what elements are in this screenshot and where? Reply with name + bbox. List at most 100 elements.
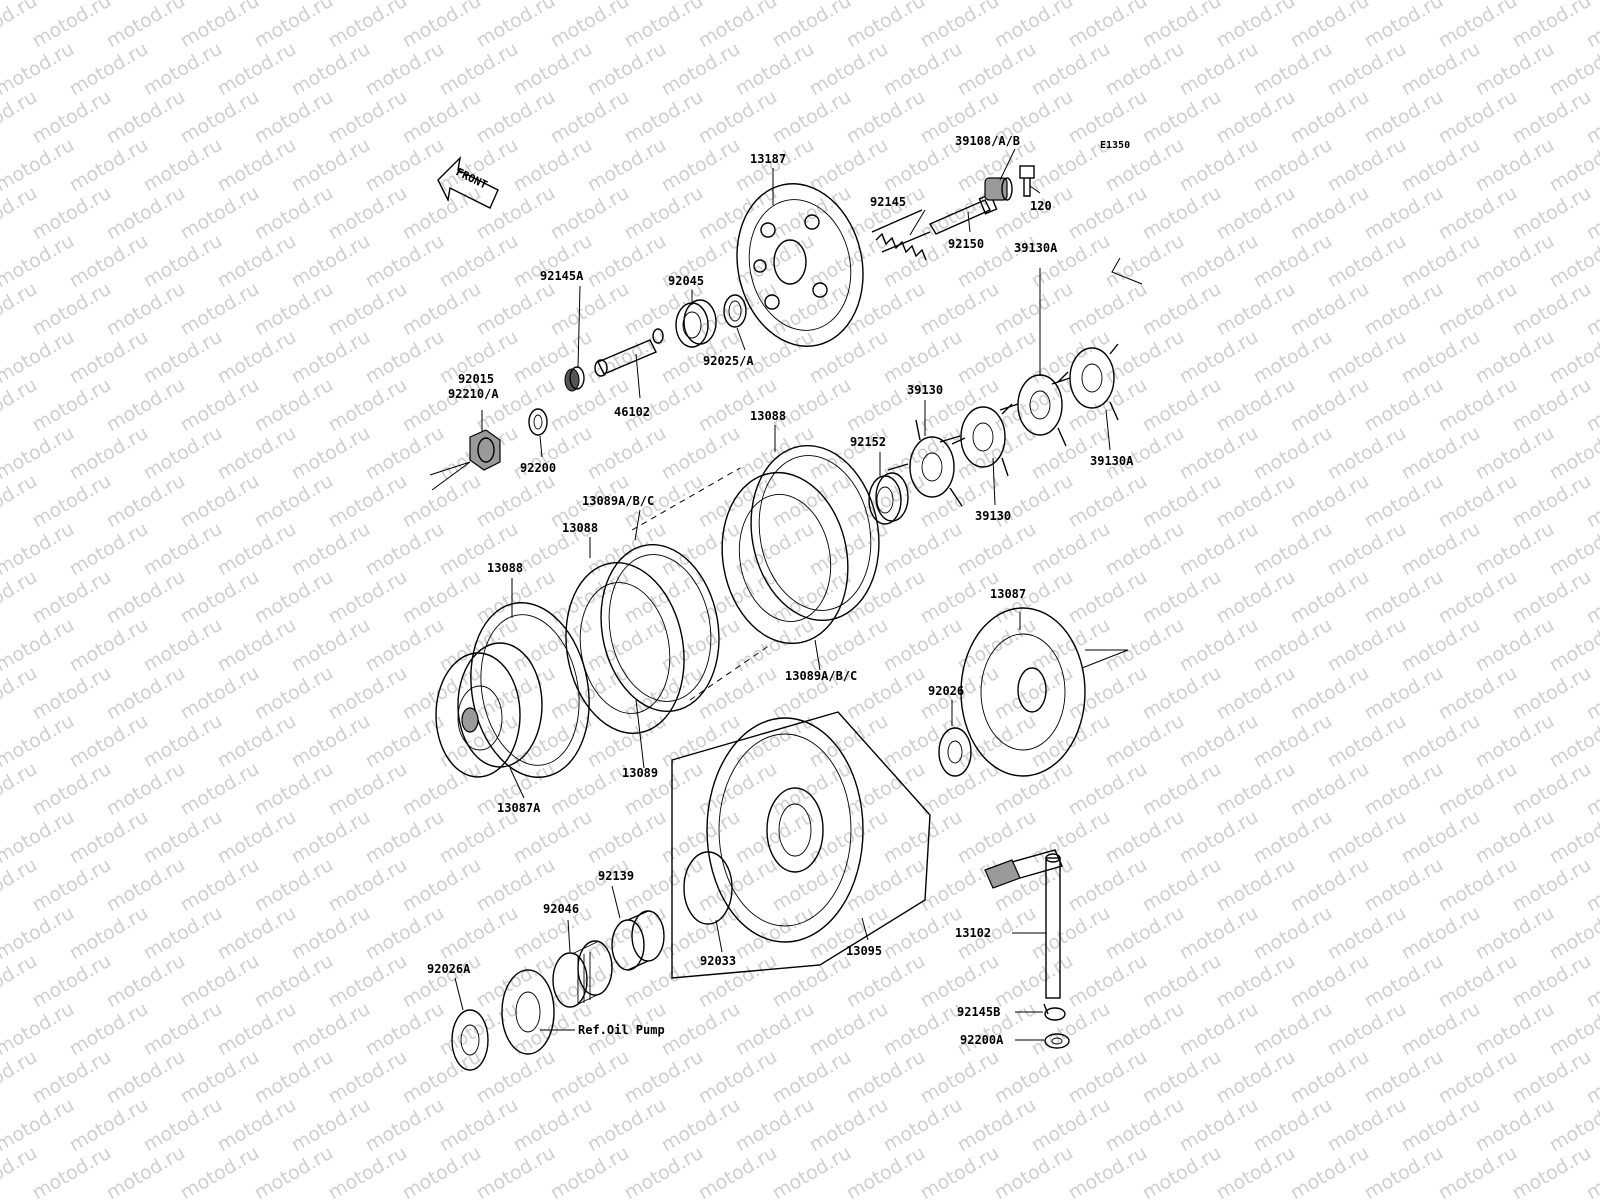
- watermark-text: motod.ru: [29, 566, 115, 629]
- watermark-text: motod.ru: [1287, 278, 1373, 341]
- watermark-text: motod.ru: [29, 470, 115, 533]
- label-13187: 13187: [750, 152, 786, 166]
- watermark-text: motod.ru: [1287, 374, 1373, 437]
- watermark-text: motod.ru: [1213, 1142, 1299, 1200]
- watermark-text: motod.ru: [584, 614, 670, 677]
- watermark-text: motod.ru: [1324, 326, 1410, 389]
- watermark-text: motod.ru: [1324, 518, 1410, 581]
- watermark-text: motod.ru: [473, 566, 559, 629]
- watermark-text: motod.ru: [991, 0, 1077, 52]
- watermark-text: motod.ru: [1509, 1046, 1595, 1109]
- watermark-text: motod.ru: [288, 806, 374, 869]
- watermark-text: motod.ru: [1102, 518, 1188, 581]
- watermark-text: motod.ru: [547, 1142, 633, 1200]
- watermark-text: motod.ru: [1028, 1094, 1114, 1157]
- label-39108: 39108/A/B: [955, 134, 1020, 148]
- watermark-text: motod.ru: [1509, 182, 1595, 245]
- watermark-text: motod.ru: [1435, 1046, 1521, 1109]
- watermark-text: motod.ru: [1435, 278, 1521, 341]
- watermark-text: motod.ru: [251, 182, 337, 245]
- watermark-text: motod.ru: [1398, 710, 1484, 773]
- label-39130-top: 39130: [907, 383, 943, 397]
- watermark-text: motod.ru: [177, 374, 263, 437]
- watermark-text: motod.ru: [362, 902, 448, 965]
- watermark-text: motod.ru: [399, 566, 485, 629]
- watermark-text: motod.ru: [1287, 758, 1373, 821]
- watermark-text: motod.ru: [917, 950, 1003, 1013]
- watermark-text: motod.ru: [103, 182, 189, 245]
- watermark-text: motod.ru: [769, 86, 855, 149]
- watermark-text: motod.ru: [325, 854, 411, 917]
- watermark-text: motod.ru: [1435, 758, 1521, 821]
- watermark-text: motod.ru: [1213, 1046, 1299, 1109]
- watermark-text: motod.ru: [1139, 1142, 1225, 1200]
- watermark-text: motod.ru: [695, 0, 781, 52]
- watermark-text: motod.ru: [29, 0, 115, 52]
- watermark-text: motod.ru: [103, 662, 189, 725]
- watermark-text: motod.ru: [1139, 566, 1225, 629]
- watermark-text: motod.ru: [695, 662, 781, 725]
- part-labels: 13187 39108/A/B 120 92145 92150 92045 92…: [427, 134, 1134, 1047]
- watermark-text: motod.ru: [1028, 422, 1114, 485]
- watermark-text: motod.ru: [1139, 854, 1225, 917]
- watermark-text: motod.ru: [1509, 758, 1595, 821]
- watermark-text: motod.ru: [658, 806, 744, 869]
- watermark-text: motod.ru: [1398, 806, 1484, 869]
- watermark-text: motod.ru: [1176, 134, 1262, 197]
- watermark-text: motod.ru: [843, 950, 929, 1013]
- watermark-text: motod.ru: [1472, 998, 1558, 1061]
- label-92033: 92033: [700, 954, 736, 968]
- watermark-text: motod.ru: [1139, 0, 1225, 52]
- clutch-hub-13087A: [435, 642, 543, 778]
- watermark-text: motod.ru: [806, 998, 892, 1061]
- watermark-text: motod.ru: [29, 182, 115, 245]
- watermark-text: motod.ru: [251, 1142, 337, 1200]
- label-13088-mid: 13088: [562, 521, 598, 535]
- watermark-text: motod.ru: [1250, 134, 1336, 197]
- watermark-text: motod.ru: [214, 38, 300, 101]
- watermark-text: motod.ru: [1139, 278, 1225, 341]
- watermark-text: motod.ru: [1102, 1094, 1188, 1157]
- watermark-text: motod.ru: [1139, 1046, 1225, 1109]
- watermark-text: motod.ru: [880, 326, 966, 389]
- pressure-plate-13087: [960, 607, 1086, 777]
- watermark-text: motod.ru: [510, 1094, 596, 1157]
- watermark-text: motod.ru: [1287, 662, 1373, 725]
- washer-92200A: [1044, 1033, 1070, 1049]
- label-ref-oil-pump: Ref.Oil Pump: [578, 1023, 665, 1037]
- watermark-text: motod.ru: [177, 758, 263, 821]
- watermark-text: motod.ru: [1250, 326, 1336, 389]
- watermark-text: motod.ru: [1324, 614, 1410, 677]
- watermark-text: motod.ru: [1287, 566, 1373, 629]
- watermark-text: motod.ru: [843, 854, 929, 917]
- watermark-text: motod.ru: [288, 902, 374, 965]
- watermark-text: motod.ru: [362, 422, 448, 485]
- label-92046: 92046: [543, 902, 579, 916]
- watermark-text: motod.ru: [584, 38, 670, 101]
- label-120: 120: [1030, 199, 1052, 213]
- watermark-text: motod.ru: [547, 662, 633, 725]
- label-92200: 92200: [520, 461, 556, 475]
- watermark-text: motod.ru: [1398, 614, 1484, 677]
- watermark-text: motod.ru: [917, 854, 1003, 917]
- watermark-text: motod.ru: [1213, 758, 1299, 821]
- watermark-text: motod.ru: [325, 0, 411, 52]
- watermark-text: motod.ru: [1509, 854, 1595, 917]
- label-13095: 13095: [846, 944, 882, 958]
- watermark-text: motod.ru: [214, 326, 300, 389]
- steel-plate-13089-bottom: [721, 471, 849, 645]
- watermark-text: motod.ru: [621, 86, 707, 149]
- watermark-text: motod.ru: [214, 710, 300, 773]
- watermark-text: motod.ru: [140, 614, 226, 677]
- watermark-text: motod.ru: [1213, 182, 1299, 245]
- watermark-text: motod.ru: [1176, 806, 1262, 869]
- leader-lines: [429, 148, 1143, 1041]
- watermark-text: motod.ru: [1472, 710, 1558, 773]
- watermark-text: motod.ru: [103, 1046, 189, 1109]
- watermark-text: motod.ru: [1065, 854, 1151, 917]
- push-rod-46102: [594, 328, 664, 377]
- watermark-text: motod.ru: [658, 1094, 744, 1157]
- watermark-text: motod.ru: [214, 422, 300, 485]
- watermark-text: motod.ru: [399, 470, 485, 533]
